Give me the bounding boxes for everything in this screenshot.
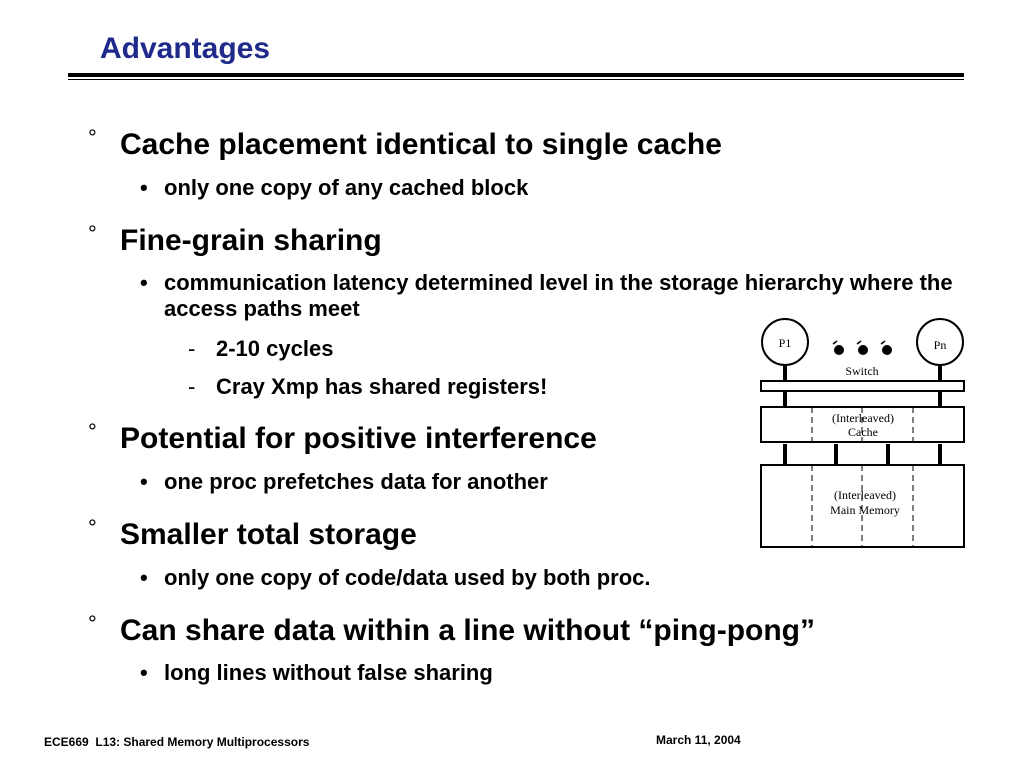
sub-bullet-2-1: • communication latency determined level… bbox=[140, 270, 964, 322]
bullet-3: ° Potential for positive interference bbox=[88, 419, 597, 457]
shared-cache-diagram: P1 Pn Switch (Interleaved) Cache bbox=[755, 316, 970, 556]
shared-cache-diagram-svg: P1 Pn Switch (Interleaved) Cache bbox=[760, 318, 965, 548]
bullet-text: Can share data within a line without “pi… bbox=[120, 614, 815, 647]
cache-label-line2: Cache bbox=[848, 425, 878, 439]
sub-bullet-text: only one copy of code/data used by both … bbox=[164, 565, 651, 590]
footer-date: March 11, 2004 bbox=[656, 733, 741, 747]
cache-memory-link-4 bbox=[938, 444, 942, 464]
switch-bar bbox=[760, 380, 965, 392]
switch-label: Switch bbox=[845, 364, 878, 378]
bullet-text: Fine-grain sharing bbox=[120, 224, 382, 257]
sub-bullet-5-1: • long lines without false sharing bbox=[140, 660, 493, 686]
cache-memory-link-2 bbox=[834, 444, 838, 464]
bullet-5: ° Can share data within a line without “… bbox=[88, 611, 815, 649]
sub-bullet-text: communication latency determined level i… bbox=[164, 270, 953, 321]
dash-marker: - bbox=[188, 336, 196, 361]
bullet-marker: ° bbox=[88, 611, 97, 636]
ellipsis-dots-icon bbox=[832, 340, 892, 355]
pn-connector bbox=[938, 365, 942, 381]
memory-label-line1: (Interleaved) bbox=[834, 488, 896, 502]
sub-sub-bullet-2-1-2: - Cray Xmp has shared registers! bbox=[188, 374, 548, 400]
title-rule-thin bbox=[68, 79, 964, 80]
bullet-1: ° Cache placement identical to single ca… bbox=[88, 125, 722, 163]
footer-course: ECE669 L13: Shared Memory Multiprocessor… bbox=[44, 735, 310, 749]
sub-bullet-marker: • bbox=[140, 270, 148, 295]
cache-memory-link-1 bbox=[783, 444, 787, 464]
slide-title: Advantages bbox=[100, 32, 271, 65]
bullet-marker: ° bbox=[88, 515, 97, 540]
bullet-text: Potential for positive interference bbox=[120, 422, 597, 455]
sub-bullet-4-1: • only one copy of code/data used by bot… bbox=[140, 565, 651, 591]
switch-cache-link-1 bbox=[783, 391, 787, 407]
bullet-text: Smaller total storage bbox=[120, 518, 417, 551]
bullet-text: Cache placement identical to single cach… bbox=[120, 128, 722, 161]
sub-bullet-marker: • bbox=[140, 175, 148, 200]
cache-memory-link-3 bbox=[886, 444, 890, 464]
sub-bullet-3-1: • one proc prefetches data for another bbox=[140, 469, 548, 495]
bullet-2: ° Fine-grain sharing bbox=[88, 221, 382, 259]
memory-bank-dividers bbox=[811, 465, 914, 547]
sub-bullet-1-1: • only one copy of any cached block bbox=[140, 175, 529, 201]
sub-bullet-marker: • bbox=[140, 565, 148, 590]
bullet-marker: ° bbox=[88, 419, 97, 444]
dash-marker: - bbox=[188, 374, 196, 399]
bullet-marker: ° bbox=[88, 125, 97, 150]
sub-bullet-text: one proc prefetches data for another bbox=[164, 469, 548, 494]
processor-p1-label: P1 bbox=[779, 336, 792, 350]
sub-sub-bullet-2-1-1: - 2-10 cycles bbox=[188, 336, 334, 362]
title-rule-thick bbox=[68, 73, 964, 77]
processor-pn-label: Pn bbox=[934, 338, 947, 352]
sub-sub-bullet-text: Cray Xmp has shared registers! bbox=[216, 374, 548, 399]
sub-bullet-marker: • bbox=[140, 469, 148, 494]
cache-bank-dividers bbox=[811, 407, 914, 442]
sub-bullet-marker: • bbox=[140, 660, 148, 685]
sub-bullet-text: long lines without false sharing bbox=[164, 660, 493, 685]
bullet-marker: ° bbox=[88, 221, 97, 246]
memory-label-line2: Main Memory bbox=[830, 503, 900, 517]
bullet-4: ° Smaller total storage bbox=[88, 515, 417, 553]
p1-connector bbox=[783, 365, 787, 381]
cache-label-line1: (Interleaved) bbox=[832, 411, 894, 425]
switch-cache-link-2 bbox=[938, 391, 942, 407]
sub-sub-bullet-text: 2-10 cycles bbox=[216, 336, 334, 361]
sub-bullet-text: only one copy of any cached block bbox=[164, 175, 529, 200]
